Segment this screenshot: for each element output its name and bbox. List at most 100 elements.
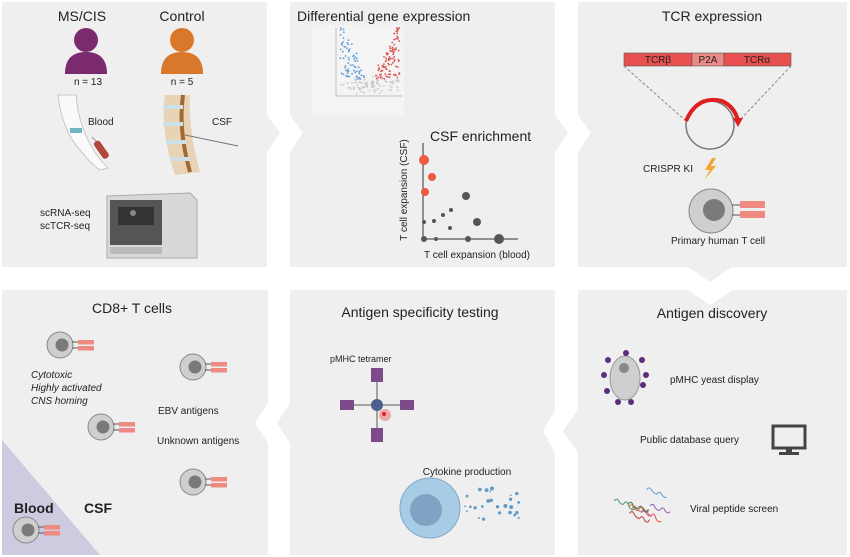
volcano-point xyxy=(339,28,342,31)
volcano-point xyxy=(340,72,343,75)
volcano-point xyxy=(349,88,352,91)
volcano-point xyxy=(377,79,380,82)
volcano-point xyxy=(347,68,350,71)
cytokine-dot xyxy=(503,503,508,508)
volcano-point xyxy=(375,88,377,91)
scatter-point xyxy=(465,236,471,242)
volcano-point xyxy=(380,75,383,78)
tetramer-icon xyxy=(340,368,414,442)
volcano-point xyxy=(352,86,355,89)
cytokine-dot xyxy=(498,511,502,515)
tetramer-label: pMHC tetramer xyxy=(330,354,392,364)
volcano-point xyxy=(390,89,393,92)
cytokine-dot xyxy=(465,494,469,498)
volcano-point xyxy=(344,66,346,69)
volcano-point xyxy=(394,48,397,51)
volcano-point xyxy=(397,60,400,63)
volcano-point xyxy=(393,60,396,62)
group-label-ms-cis: MS/CIS xyxy=(58,8,106,24)
t-cell-label: Primary human T cell xyxy=(671,236,765,247)
volcano-point xyxy=(347,87,350,89)
volcano-point xyxy=(356,78,359,80)
volcano-point xyxy=(384,65,387,68)
scatter-point xyxy=(432,219,436,223)
cytokine-dot xyxy=(515,491,519,496)
cell-nucleus xyxy=(96,420,110,434)
volcano-point xyxy=(359,81,362,84)
volcano-point xyxy=(347,75,350,78)
cytokine-dot xyxy=(517,516,520,519)
cytokine-dot xyxy=(509,494,512,497)
cytokine-dot xyxy=(464,505,466,508)
volcano-point xyxy=(371,80,374,82)
volcano-point xyxy=(392,50,395,53)
volcano-point xyxy=(353,81,356,84)
volcano-point xyxy=(390,81,393,84)
volcano-point xyxy=(352,64,354,66)
peptide-strand xyxy=(627,501,649,513)
volcano-point xyxy=(379,73,381,76)
plasmid-icon xyxy=(623,65,792,150)
volcano-point xyxy=(375,82,378,85)
volcano-point xyxy=(385,67,387,70)
volcano-point xyxy=(381,69,384,72)
scatter-point xyxy=(419,155,429,165)
volcano-point xyxy=(354,60,357,62)
cytokine-dot xyxy=(477,516,480,519)
volcano-point xyxy=(342,73,345,76)
volcano-point xyxy=(377,76,379,79)
receptor xyxy=(78,346,94,351)
volcano-point xyxy=(396,32,399,35)
volcano-point xyxy=(341,50,344,53)
volcano-point xyxy=(360,82,363,85)
scatter-point xyxy=(449,208,453,212)
volcano-point xyxy=(371,86,373,89)
segment-tcra: TCRα xyxy=(744,55,771,66)
cytokine-dot xyxy=(508,497,513,501)
volcano-point xyxy=(393,38,396,41)
volcano-point xyxy=(347,70,350,73)
person-icon xyxy=(65,28,107,74)
cytokine-dot xyxy=(478,487,482,492)
volcano-point xyxy=(350,43,353,46)
panel-discovery xyxy=(563,290,847,555)
cytokine-dot xyxy=(481,517,486,521)
group-label-control: Control xyxy=(159,8,204,24)
receptor xyxy=(119,422,135,427)
volcano-point xyxy=(356,86,359,89)
t-cell-icon xyxy=(87,413,135,441)
volcano-point xyxy=(377,83,380,85)
volcano-point xyxy=(393,32,396,35)
volcano-point xyxy=(396,27,398,30)
n-control: n = 5 xyxy=(171,77,194,88)
receptor xyxy=(119,428,135,433)
volcano-point xyxy=(396,89,399,92)
volcano-point xyxy=(342,41,344,43)
volcano-point xyxy=(398,40,401,42)
volcano-point xyxy=(389,70,391,73)
volcano-point xyxy=(355,57,358,60)
volcano-point xyxy=(350,82,353,84)
cytokine-dot xyxy=(509,505,514,509)
volcano-point xyxy=(344,65,347,67)
scatter-point xyxy=(421,188,429,196)
volcano-point xyxy=(390,86,393,89)
cytokine-label: Cytokine production xyxy=(423,467,511,478)
compartment-blood: Blood xyxy=(14,500,54,516)
volcano-point xyxy=(389,81,391,83)
volcano-point xyxy=(397,66,399,68)
volcano-point xyxy=(387,62,390,65)
cytokine-dot xyxy=(495,505,500,509)
volcano-point xyxy=(356,75,359,78)
cytokine-cell-icon xyxy=(399,477,461,539)
volcano-point xyxy=(396,86,399,89)
peptide-strand xyxy=(629,511,650,523)
receptor xyxy=(78,340,94,345)
volcano-point xyxy=(346,41,349,44)
crispr-label: CRISPR KI xyxy=(643,164,693,175)
cell-nucleus xyxy=(188,360,202,374)
tcr-construct xyxy=(623,52,792,67)
method-scrna: scRNA-seq xyxy=(40,208,91,219)
antigen-ebv: EBV antigens xyxy=(158,406,219,417)
